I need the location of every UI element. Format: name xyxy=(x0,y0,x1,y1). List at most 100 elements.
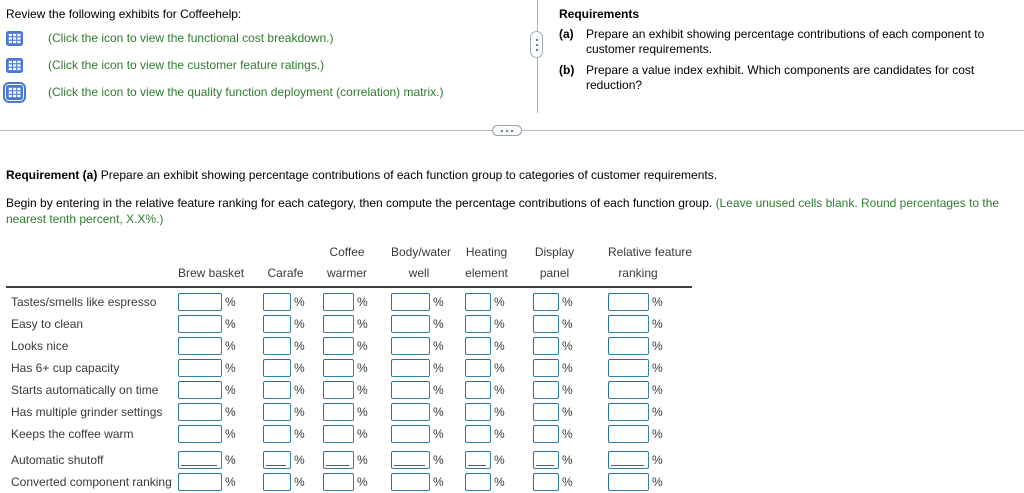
percent-input[interactable] xyxy=(263,293,291,311)
divider-toggle-button[interactable] xyxy=(492,125,522,136)
percent-input[interactable] xyxy=(263,425,291,443)
percent-input[interactable] xyxy=(533,403,559,421)
percent-symbol: % xyxy=(357,475,368,489)
input-box xyxy=(608,315,649,333)
percent-input[interactable] xyxy=(465,293,491,311)
percent-input[interactable] xyxy=(323,403,354,421)
percent-input[interactable] xyxy=(391,359,430,377)
table-cell: % xyxy=(323,293,391,311)
percent-symbol: % xyxy=(494,295,505,309)
percent-input[interactable] xyxy=(263,315,291,333)
input-box xyxy=(263,359,291,377)
table-cell: % xyxy=(323,381,391,399)
percent-input[interactable] xyxy=(178,403,222,421)
table-row: Automatic shutoff%%%%%%% xyxy=(6,449,692,471)
percent-input[interactable] xyxy=(178,425,222,443)
percent-input[interactable] xyxy=(391,473,430,491)
percent-input[interactable] xyxy=(323,381,354,399)
percent-input[interactable] xyxy=(323,315,354,333)
percent-input[interactable] xyxy=(391,293,430,311)
percent-input[interactable] xyxy=(263,381,291,399)
percent-symbol: % xyxy=(562,361,573,375)
percent-input[interactable] xyxy=(323,359,354,377)
input-box xyxy=(533,337,559,355)
table-row: Easy to clean%%%%%%% xyxy=(6,313,692,335)
percent-input[interactable] xyxy=(323,293,354,311)
percent-input[interactable] xyxy=(178,473,222,491)
percent-input[interactable] xyxy=(608,403,649,421)
column-header-brew-basket: Brew basket xyxy=(178,266,245,280)
percent-input[interactable] xyxy=(465,359,491,377)
percent-input[interactable] xyxy=(263,359,291,377)
percent-input[interactable] xyxy=(391,337,430,355)
percent-input[interactable] xyxy=(533,451,559,469)
percent-input[interactable] xyxy=(323,337,354,355)
table-body: Tastes/smells like espresso%%%%%%%Easy t… xyxy=(6,288,692,493)
table-grid-icon[interactable] xyxy=(6,57,23,73)
percent-input[interactable] xyxy=(533,359,559,377)
percent-input[interactable] xyxy=(391,315,430,333)
percent-input[interactable] xyxy=(465,473,491,491)
percent-input[interactable] xyxy=(323,425,354,443)
percent-symbol: % xyxy=(294,383,305,397)
table-cell: % xyxy=(608,337,674,355)
percent-input[interactable] xyxy=(533,381,559,399)
percent-input[interactable] xyxy=(608,425,649,443)
percent-input[interactable] xyxy=(533,315,559,333)
percent-input[interactable] xyxy=(178,315,222,333)
percent-symbol: % xyxy=(433,475,444,489)
percent-symbol: % xyxy=(494,361,505,375)
percent-symbol: % xyxy=(433,339,444,353)
percent-input[interactable] xyxy=(323,451,354,469)
percent-input[interactable] xyxy=(391,425,430,443)
percent-symbol: % xyxy=(225,453,236,467)
percent-input[interactable] xyxy=(178,381,222,399)
percent-input[interactable] xyxy=(178,359,222,377)
requirement-a-section: Requirement (a) Prepare an exhibit showi… xyxy=(0,131,1024,493)
percent-symbol: % xyxy=(562,339,573,353)
percent-input[interactable] xyxy=(391,403,430,421)
percent-input[interactable] xyxy=(465,315,491,333)
panel-divider-handle[interactable] xyxy=(530,31,543,58)
table-cell: % xyxy=(608,359,674,377)
percent-input[interactable] xyxy=(608,315,649,333)
table-cell: % xyxy=(608,451,674,469)
percent-input[interactable] xyxy=(465,425,491,443)
percent-input[interactable] xyxy=(608,359,649,377)
percent-input[interactable] xyxy=(533,425,559,443)
percent-input[interactable] xyxy=(465,451,491,469)
percent-symbol: % xyxy=(562,427,573,441)
sum-underline xyxy=(468,465,486,466)
percent-input[interactable] xyxy=(465,337,491,355)
percent-input[interactable] xyxy=(608,473,649,491)
percent-input[interactable] xyxy=(263,451,291,469)
percent-input[interactable] xyxy=(323,473,354,491)
percent-input[interactable] xyxy=(608,381,649,399)
exhibit-link-qfd-matrix: (Click the icon to view the quality func… xyxy=(48,85,444,99)
percent-symbol: % xyxy=(433,383,444,397)
percent-input[interactable] xyxy=(533,293,559,311)
table-grid-icon[interactable] xyxy=(6,30,23,46)
table-cell: % xyxy=(391,403,465,421)
input-box xyxy=(178,315,222,333)
percent-input[interactable] xyxy=(533,337,559,355)
percent-input[interactable] xyxy=(608,451,649,469)
percent-input[interactable] xyxy=(465,403,491,421)
percent-input[interactable] xyxy=(465,381,491,399)
percent-input[interactable] xyxy=(608,337,649,355)
percent-input[interactable] xyxy=(263,403,291,421)
percent-input[interactable] xyxy=(391,381,430,399)
percent-input[interactable] xyxy=(608,293,649,311)
table-cell: % xyxy=(178,293,263,311)
percent-input[interactable] xyxy=(178,293,222,311)
table-cell: % xyxy=(391,359,465,377)
percent-input[interactable] xyxy=(391,451,430,469)
percent-input[interactable] xyxy=(178,451,222,469)
input-box xyxy=(608,403,649,421)
percent-input[interactable] xyxy=(263,473,291,491)
percent-input[interactable] xyxy=(178,337,222,355)
table-grid-icon[interactable] xyxy=(3,81,26,103)
percent-input[interactable] xyxy=(263,337,291,355)
percent-input[interactable] xyxy=(533,473,559,491)
